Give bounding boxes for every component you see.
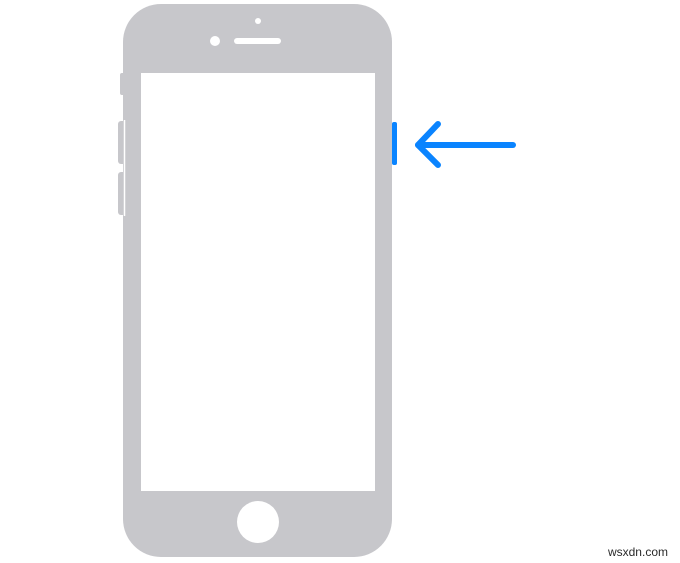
screen bbox=[141, 73, 375, 491]
earpiece-speaker bbox=[234, 38, 281, 44]
watermark: wsxdn.com bbox=[607, 545, 668, 559]
front-camera-icon bbox=[210, 36, 220, 46]
sensor-dot bbox=[255, 18, 261, 24]
arrow-left-icon bbox=[415, 121, 516, 168]
home-button bbox=[237, 501, 279, 543]
side-button bbox=[392, 122, 397, 165]
